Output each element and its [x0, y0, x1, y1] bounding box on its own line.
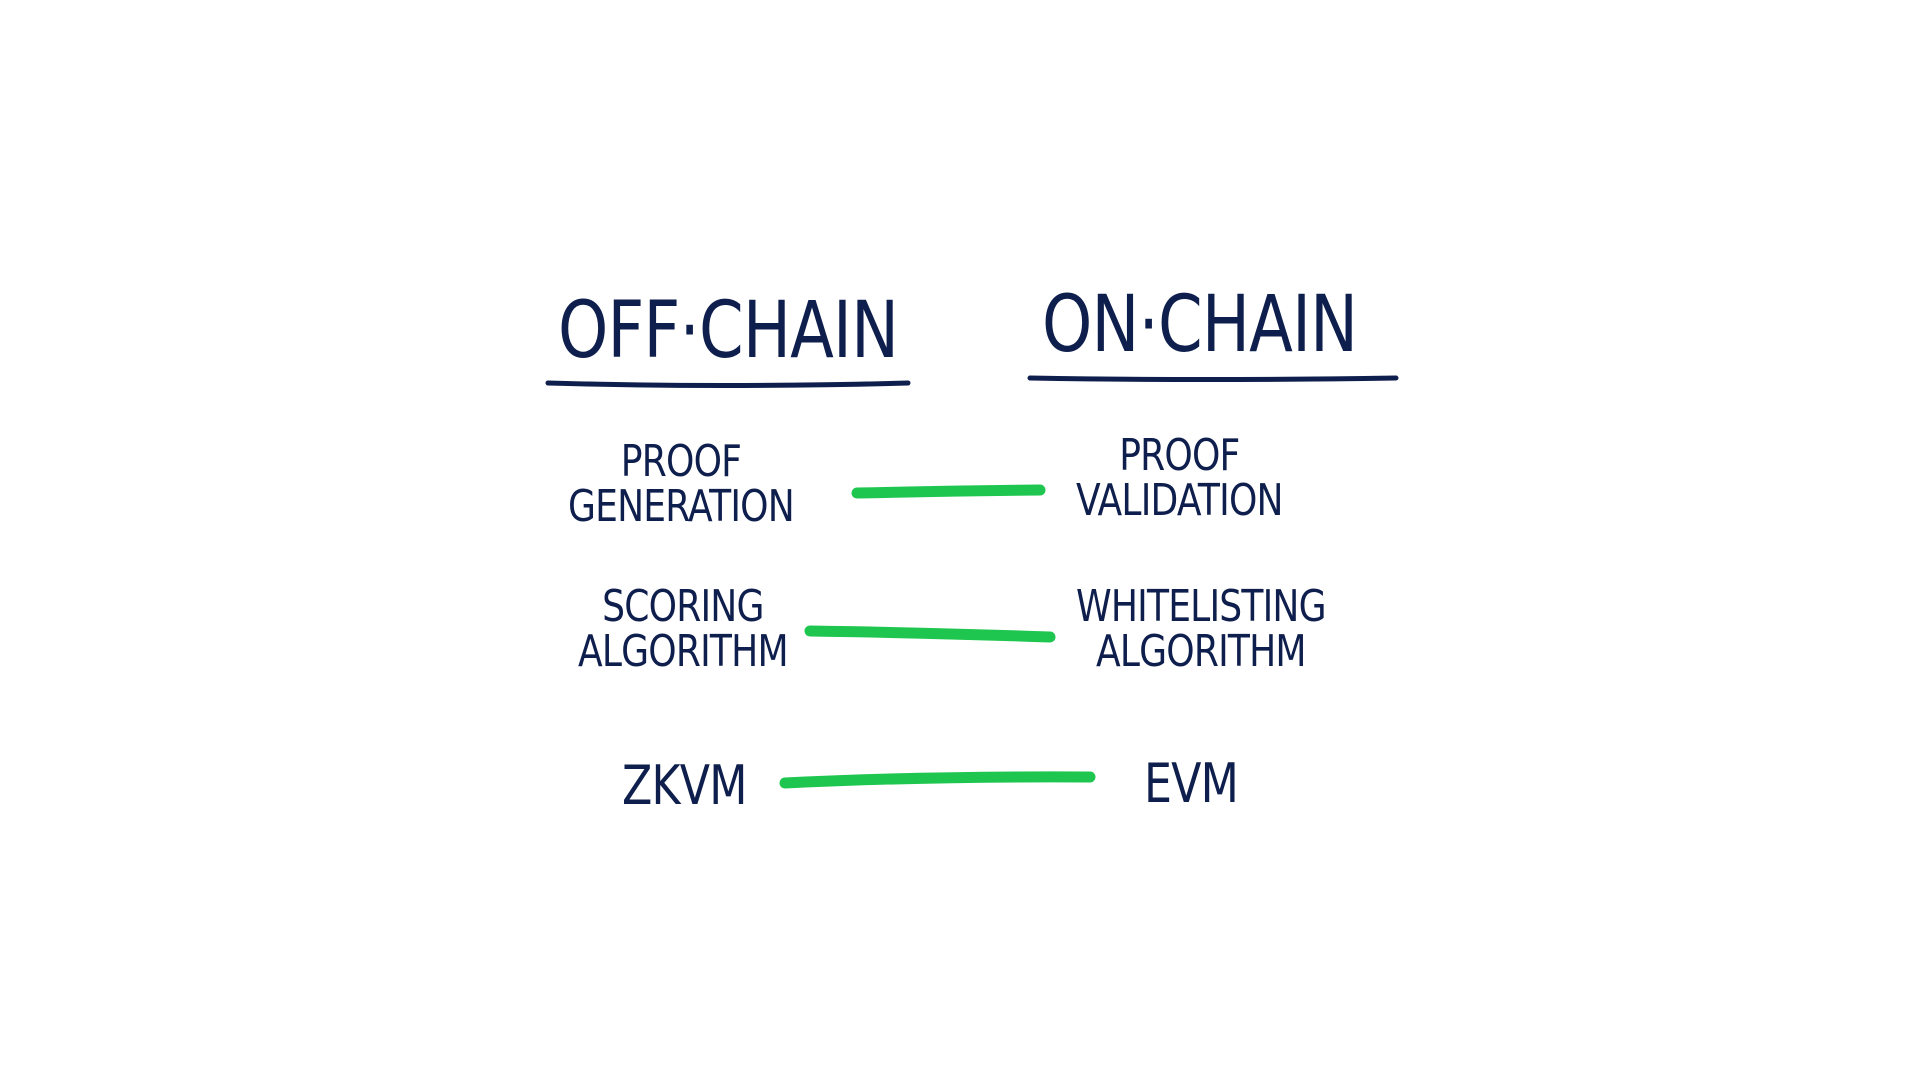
proof-validation-line-1: PROOF	[1119, 430, 1240, 481]
off-chain-underline	[545, 380, 911, 388]
scoring-algorithm-label: SCORING ALGORITHM	[578, 581, 789, 677]
off-chain-heading: OFF·CHAIN	[558, 286, 899, 376]
evm-label: EVM	[1144, 752, 1239, 815]
proof-generation-label: PROOF GENERATION	[568, 436, 795, 532]
connector-line-3	[779, 771, 1096, 789]
on-chain-underline	[1027, 375, 1399, 382]
scoring-algorithm-line-1: SCORING	[602, 581, 764, 632]
proof-validation-label: PROOF VALIDATION	[1076, 430, 1284, 526]
proof-validation-line-2: VALIDATION	[1076, 474, 1284, 526]
connector-line-1	[851, 484, 1046, 499]
connector-line-2	[804, 625, 1056, 643]
whitelisting-algorithm-line-1: WHITELISTING	[1076, 581, 1327, 632]
proof-generation-line-1: PROOF	[620, 436, 742, 487]
scoring-algorithm-line-2: ALGORITHM	[578, 625, 789, 677]
on-chain-heading: ON·CHAIN	[1042, 280, 1358, 370]
whitelisting-algorithm-line-2: ALGORITHM	[1095, 625, 1307, 677]
whitelisting-algorithm-label: WHITELISTING ALGORITHM	[1076, 581, 1327, 677]
proof-generation-line-2: GENERATION	[568, 480, 795, 532]
zkvm-label: ZKVM	[622, 754, 747, 817]
